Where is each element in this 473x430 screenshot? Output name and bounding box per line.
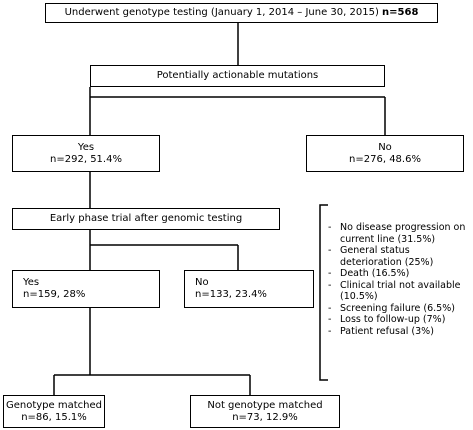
- genotype-testing-label: Underwent genotype testing (January 1, 2…: [64, 7, 379, 18]
- reason-item: Clinical trial not available (10.5%): [328, 280, 473, 303]
- reasons-list: No disease progression on current line (…: [328, 222, 473, 337]
- actionable-yes-label: Yes: [77, 141, 95, 153]
- reason-item: Screening failure (6.5%): [328, 303, 473, 315]
- genotype-matched-label: Genotype matched: [5, 399, 102, 411]
- genotype-testing-count: n=568: [382, 7, 419, 18]
- trial-no-label: No: [195, 277, 209, 288]
- actionable-no-box: No n=276, 48.6%: [306, 135, 464, 172]
- trial-no-box: No n=133, 23.4%: [184, 270, 314, 308]
- genotype-matched-box: Genotype matched n=86, 15.1%: [3, 395, 105, 428]
- early-phase-trial-label: Early phase trial after genomic testing: [49, 213, 243, 224]
- reason-item: No disease progression on current line (…: [328, 222, 473, 245]
- actionable-mutations-box: Potentially actionable mutations: [90, 65, 385, 87]
- trial-yes-value: n=159, 28%: [23, 289, 86, 300]
- reason-item: General status deterioration (25%): [328, 245, 473, 268]
- not-genotype-matched-box: Not genotype matched n=73, 12.9%: [190, 395, 340, 428]
- genotype-matched-value: n=86, 15.1%: [21, 411, 87, 423]
- reasons-brace: [319, 204, 328, 381]
- not-genotype-matched-value: n=73, 12.9%: [232, 411, 298, 423]
- actionable-no-value: n=276, 48.6%: [349, 153, 421, 165]
- trial-no-value: n=133, 23.4%: [195, 289, 267, 300]
- trial-yes-label: Yes: [23, 277, 40, 288]
- actionable-yes-value: n=292, 51.4%: [50, 153, 122, 165]
- actionable-mutations-label: Potentially actionable mutations: [156, 70, 319, 81]
- early-phase-trial-box: Early phase trial after genomic testing: [12, 208, 280, 230]
- actionable-no-label: No: [378, 141, 392, 153]
- reason-item: Loss to follow-up (7%): [328, 314, 473, 326]
- reason-item: Patient refusal (3%): [328, 326, 473, 338]
- genotype-testing-text: Underwent genotype testing (January 1, 2…: [65, 7, 419, 19]
- not-genotype-matched-label: Not genotype matched: [207, 399, 323, 411]
- actionable-yes-box: Yes n=292, 51.4%: [12, 135, 160, 172]
- trial-yes-box: Yes n=159, 28%: [12, 270, 160, 308]
- reason-item: Death (16.5%): [328, 268, 473, 280]
- genotype-testing-box: Underwent genotype testing (January 1, 2…: [45, 3, 438, 23]
